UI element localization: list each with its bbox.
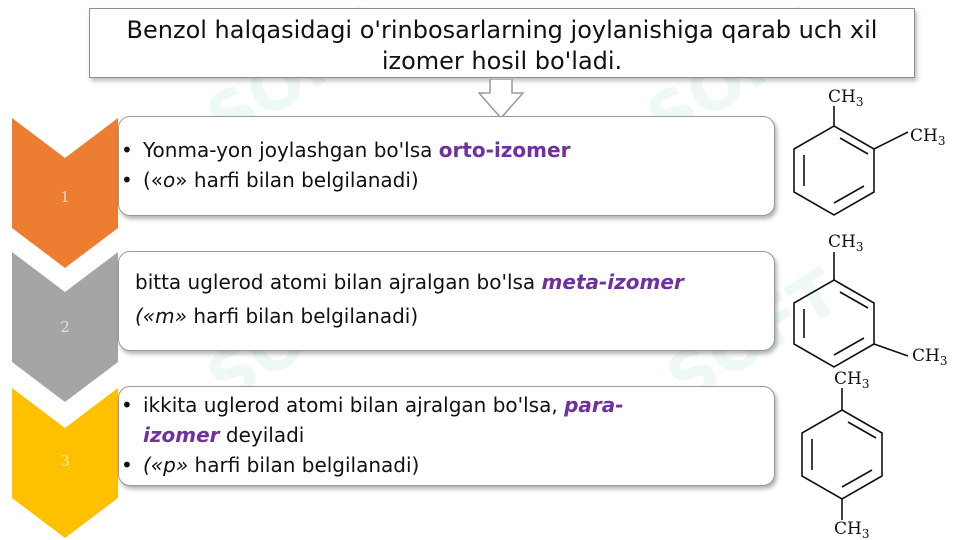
svg-text:CH3: CH3 xyxy=(834,369,869,391)
title-box: Benzol halqasidagi o'rinbosarlarning joy… xyxy=(89,8,915,78)
title-line-1: Benzol halqasidagi o'rinbosarlarning joy… xyxy=(126,16,878,44)
svg-text:CH3: CH3 xyxy=(828,87,863,109)
step-1-bullet-1: Yonma-yon joylashgan bo'lsa orto-izomer xyxy=(119,135,774,165)
step-3-bullet-2: («p» harfi bilan belgilanadi) xyxy=(119,450,774,480)
step-3-chevron: 3 xyxy=(12,388,118,538)
step-2-line-2: («m» harfi bilan belgilanadi) xyxy=(135,304,419,328)
step-2-line-1: bitta uglerod atomi bilan ajralgan bo'ls… xyxy=(135,270,684,294)
title-text: Benzol halqasidagi o'rinbosarlarning joy… xyxy=(90,15,914,77)
step-2-number: 2 xyxy=(60,318,70,336)
step-3-panel: ikkita uglerod atomi bilan ajralgan bo'l… xyxy=(118,386,775,486)
step-3-bullet-1: ikkita uglerod atomi bilan ajralgan bo'l… xyxy=(119,390,774,450)
meta-xylene-structure: CH3 CH3 xyxy=(793,232,947,368)
step-3-number: 3 xyxy=(60,452,70,470)
step-1-panel: Yonma-yon joylashgan bo'lsa orto-izomer … xyxy=(118,116,775,216)
svg-text:CH3: CH3 xyxy=(910,126,945,148)
step-2-panel: bitta uglerod atomi bilan ajralgan bo'ls… xyxy=(118,251,775,351)
step-1-number: 1 xyxy=(60,188,70,206)
svg-text:CH3: CH3 xyxy=(834,519,869,540)
step-1-chevron: 1 xyxy=(12,118,118,268)
step-2-chevron: 2 xyxy=(12,252,118,402)
down-arrow-icon xyxy=(478,79,524,119)
svg-text:CH3: CH3 xyxy=(912,346,947,368)
title-line-2: izomer hosil bo'ladi. xyxy=(381,47,623,75)
step-1-bullet-2: («o» harfi bilan belgilanadi) xyxy=(119,165,774,195)
ortho-xylene-structure: CH3 CH3 xyxy=(793,87,945,216)
svg-text:CH3: CH3 xyxy=(828,232,863,254)
para-xylene-structure: CH3 CH3 xyxy=(801,369,883,540)
